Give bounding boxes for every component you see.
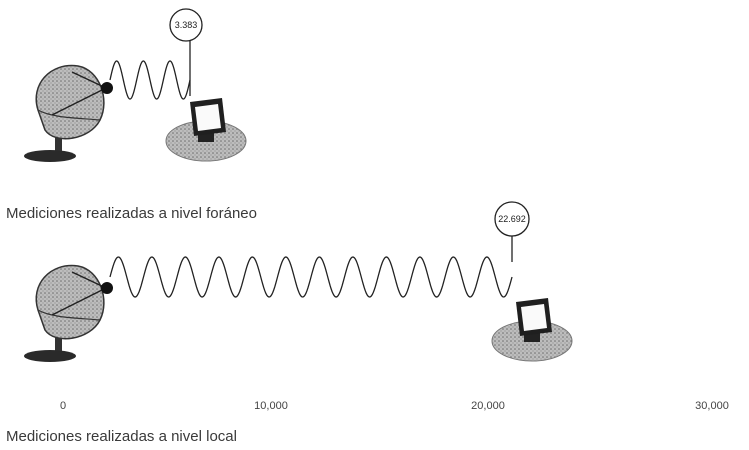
value-callout-local: 22.692: [494, 201, 530, 262]
value-label-local: 22.692: [498, 214, 526, 224]
value-callout-foreign: 3.383: [169, 8, 203, 96]
signal-wave-foreign: [109, 60, 191, 100]
caption-local: Mediciones realizadas a nivel local: [6, 428, 237, 445]
axis-tick-label: 0: [59, 400, 67, 412]
axis-tick-label: 20,000: [471, 400, 505, 412]
axis-tick-label: 30,000: [695, 400, 729, 412]
monitor-icon: [491, 298, 573, 362]
satellite-dish-icon: [24, 64, 113, 162]
satellite-dish-icon: [24, 264, 113, 362]
caption-foreign: Mediciones realizadas a nivel foráneo: [6, 205, 257, 222]
signal-wave-local: [109, 256, 513, 298]
monitor-icon: [165, 98, 247, 162]
value-label-foreign: 3.383: [175, 20, 198, 30]
axis-tick-label: 10,000: [254, 400, 288, 412]
